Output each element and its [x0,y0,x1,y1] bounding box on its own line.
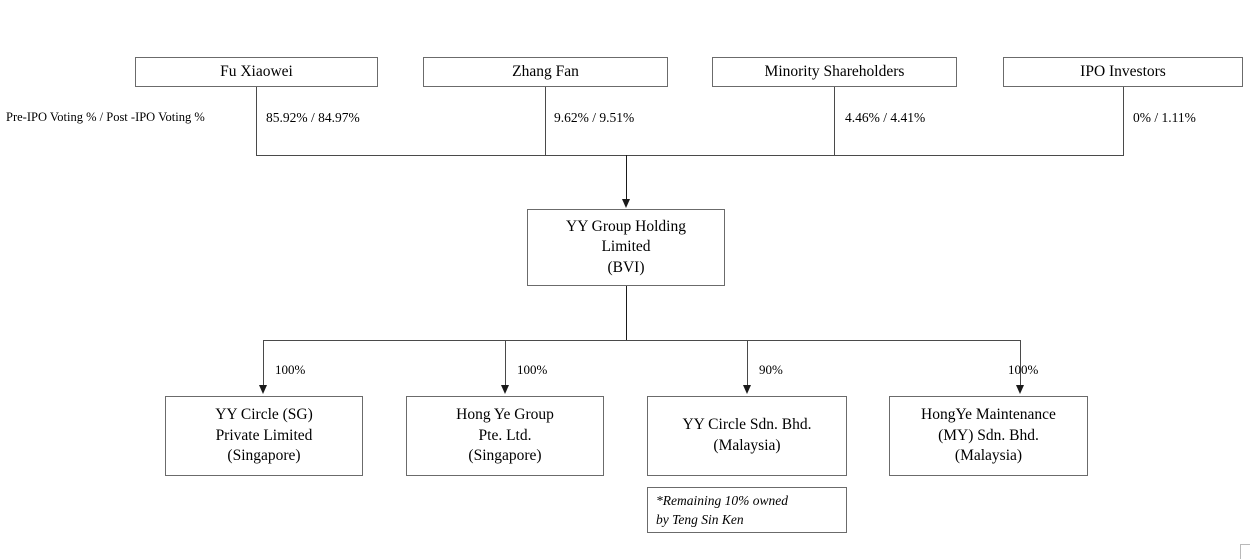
holding-company-line-3: (BVI) [607,258,645,276]
shareholder-box-zhang-fan: Zhang Fan [423,57,668,87]
voting-percent-fu-xiaowei: 85.92% / 84.97% [266,110,360,125]
subsidiary-box-hongye-maintenance: HongYe Maintenance (MY) Sdn. Bhd. (Malay… [889,396,1088,476]
connector-bus-subsidiaries [263,340,1021,341]
subsidiary-line-3: (Singapore) [468,447,542,465]
shareholder-name: Fu Xiaowei [220,62,293,80]
page-corner-mark [1240,544,1250,559]
subsidiary-line-2: (Malaysia) [713,437,781,454]
ownership-percent-hong-ye-group: 100% [517,362,548,377]
subsidiary-line-2: Pte. Ltd. [478,426,532,444]
holding-company-line-2: Limited [601,238,651,256]
subsidiary-box-yy-circle-sg: YY Circle (SG) Private Limited (Singapor… [165,396,363,476]
subsidiary-line-1: HongYe Maintenance [921,406,1056,424]
connector-drop-hongye-maintenance [1020,340,1021,387]
arrowhead-yy-circle-sg [259,385,267,394]
shareholder-name: Minority Shareholders [764,62,905,80]
ownership-percent-yy-circle-sg: 100% [275,362,306,377]
arrowhead-to-holding [622,199,630,208]
subsidiary-line-3: (Singapore) [227,447,301,465]
connector-bus-shareholders [256,155,1124,156]
subsidiary-box-hong-ye-group: Hong Ye Group Pte. Ltd. (Singapore) [406,396,604,476]
ownership-percent-yy-circle-sdn-bhd: 90% [759,362,783,377]
subsidiary-line-3: (Malaysia) [954,447,1023,465]
subsidiary-line-2: (MY) Sdn. Bhd. [938,426,1039,444]
subsidiary-line-1: Hong Ye Group [456,406,554,424]
shareholder-box-fu-xiaowei: Fu Xiaowei [135,57,378,87]
connector-stem-to-holding [626,155,627,202]
connector-drop-fu-xiaowei [256,87,257,155]
connector-drop-minority-shareholders [834,87,835,155]
shareholder-box-ipo-investors: IPO Investors [1003,57,1243,87]
subsidiary-line-2: Private Limited [215,426,313,444]
footnote-line-2: by Teng Sin Ken [656,512,744,527]
voting-percent-minority-shareholders: 4.46% / 4.41% [845,110,926,125]
holding-company-box: YY Group Holding Limited (BVI) [527,209,725,286]
ownership-percent-hongye-maintenance: 100% [1008,362,1039,377]
shareholder-box-minority-shareholders: Minority Shareholders [712,57,957,87]
shareholder-name: IPO Investors [1080,62,1166,80]
footnote-line-1: *Remaining 10% owned [656,492,788,508]
voting-legend-label: Pre-IPO Voting % / Post -IPO Voting % [6,110,205,124]
arrowhead-yy-circle-sdn-bhd [743,385,751,394]
connector-drop-yy-circle-sdn-bhd [747,340,748,387]
connector-stem-from-holding [626,286,627,340]
holding-company-line-1: YY Group Holding [566,217,686,235]
arrowhead-hong-ye-group [501,385,509,394]
subsidiary-line-1: YY Circle Sdn. Bhd. [682,416,812,434]
connector-drop-yy-circle-sg [263,340,264,387]
footnote-box-remaining-ownership: *Remaining 10% owned by Teng Sin Ken [647,487,847,533]
subsidiary-line-1: YY Circle (SG) [215,406,313,424]
voting-percent-zhang-fan: 9.62% / 9.51% [554,110,635,125]
connector-drop-ipo-investors [1123,87,1124,155]
connector-drop-zhang-fan [545,87,546,155]
shareholder-name: Zhang Fan [512,62,579,80]
voting-percent-ipo-investors: 0% / 1.11% [1133,110,1196,125]
subsidiary-box-yy-circle-sdn-bhd: YY Circle Sdn. Bhd. (Malaysia) [647,396,847,476]
connector-drop-hong-ye-group [505,340,506,387]
arrowhead-hongye-maintenance [1016,385,1024,394]
